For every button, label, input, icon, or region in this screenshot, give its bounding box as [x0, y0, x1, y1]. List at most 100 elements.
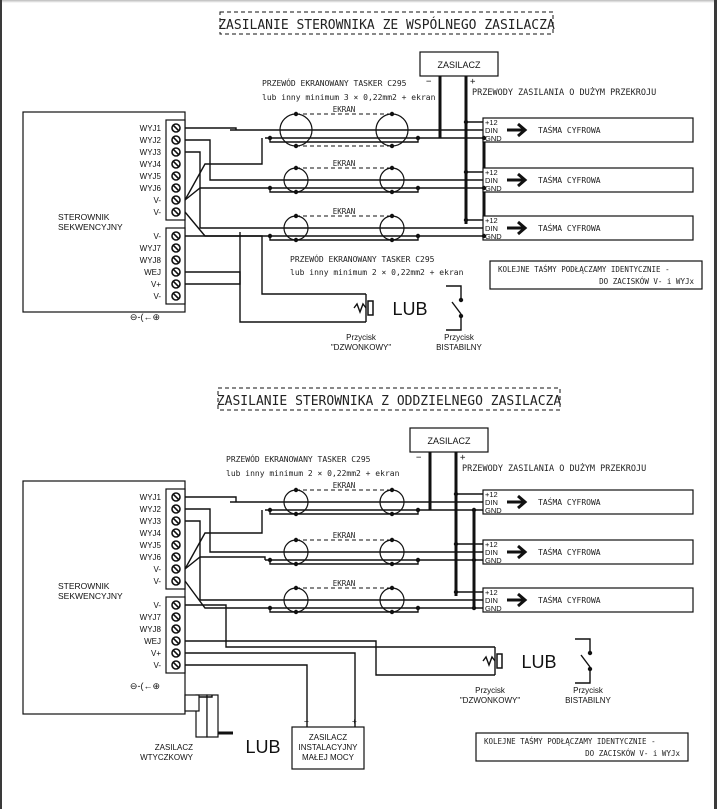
screw-terminal-icon [171, 231, 181, 241]
arrow-head [517, 220, 528, 236]
terminal-label: WYJ2 [140, 505, 162, 514]
junction-dot [389, 487, 395, 493]
terminal-label: WYJ3 [140, 148, 162, 157]
junction-dot [293, 585, 299, 591]
doorbell-button: Przycisk"DZWONKOWY" [460, 647, 521, 705]
section-title: ZASILANIE STEROWNIKA ZE WSPÓLNEGO ZASILA… [218, 11, 555, 35]
terminal-label: WYJ3 [140, 517, 162, 526]
power-wires-label: PRZEWODY ZASILANIA O DUŻYM PRZEKROJU [472, 87, 656, 98]
screw-terminal-icon [171, 492, 181, 502]
screw-head [171, 492, 181, 502]
shield-label: EKRAN [333, 481, 356, 490]
terminal-label: WYJ2 [140, 136, 162, 145]
junction-dot [415, 507, 421, 513]
power-supply-label: ZASILACZ [437, 60, 481, 70]
screw-terminal-icon [171, 159, 181, 169]
terminal-label: WYJ5 [140, 172, 162, 181]
note-frame [475, 732, 689, 762]
junction-dot [471, 605, 477, 611]
shield-label: EKRAN [333, 579, 356, 588]
screw-head [171, 612, 181, 622]
title-frame [217, 387, 561, 411]
screw-slot [172, 244, 180, 252]
screw-slot [172, 172, 180, 180]
button-v-wire [185, 235, 366, 295]
power-supply: ZASILACZ−+PRZEWODY ZASILANIA O DUŻYM PRZ… [409, 427, 646, 474]
v-minus-wire [184, 556, 266, 570]
terminal-label: WEJ [144, 268, 161, 277]
note-line1: KOLEJNE TAŚMY PODŁĄCZAMY IDENTYCZNIE - [498, 265, 670, 274]
shielded-cable: EKRAN [267, 481, 421, 517]
shielded-cable: EKRAN [267, 207, 421, 243]
jack-connector [184, 694, 200, 712]
screw-head [171, 231, 181, 241]
terminal-label: V- [153, 565, 161, 574]
shield-label: EKRAN [333, 159, 356, 168]
switch-lead [446, 316, 462, 331]
psu-plus-sign: + [470, 77, 476, 87]
psu-minus-sign: − [426, 77, 432, 87]
screw-slot [172, 517, 180, 525]
junction-dot [471, 557, 477, 563]
strip-pin-label: GND [485, 232, 502, 241]
install-minus-wire [185, 664, 308, 727]
shielded-cable: EKRAN [267, 579, 421, 615]
button-v-wire [185, 604, 495, 648]
terminal-label: V+ [151, 280, 161, 289]
install-psu-label-line3: MAŁEJ MOCY [302, 753, 355, 762]
junction-dot [267, 233, 273, 239]
screw-head [171, 564, 181, 574]
junction-dot [415, 233, 421, 239]
junction-dot [415, 185, 421, 191]
controller-body [22, 111, 186, 313]
arrow-head [517, 172, 528, 188]
doorbell-button: Przycisk"DZWONKOWY" [331, 294, 391, 352]
button1-label-line2: "DZWONKOWY" [460, 696, 521, 705]
screw-slot [172, 280, 180, 288]
screw-terminal-icon [171, 279, 181, 289]
strip-pin-label: GND [485, 506, 502, 515]
cable-note-line2: lub inny minimum 2 × 0,22mm2 + ekran [226, 469, 400, 478]
strip-label: TAŚMA CYFROWA [538, 222, 601, 233]
screw-head [171, 648, 181, 658]
controller-label-line1: STEROWNIK [58, 212, 110, 222]
terminal-label: WYJ4 [140, 529, 162, 538]
button2-label-line2: BISTABILNY [565, 696, 611, 705]
controller-label-line2: SEKWENCYJNY [58, 591, 123, 601]
strip-label: TAŚMA CYFROWA [538, 174, 601, 185]
screw-terminal-icon [171, 504, 181, 514]
arrow-head [517, 544, 528, 560]
button2-label-line1: Przycisk [573, 686, 604, 695]
screw-terminal-icon [171, 123, 181, 133]
spring-icon [353, 302, 367, 314]
strip-label: TAŚMA CYFROWA [538, 496, 601, 507]
v-plus-wire [185, 232, 241, 285]
terminal-label: WYJ1 [140, 124, 162, 133]
junction-dot [293, 537, 299, 543]
plug-psu-label-line2: WTYCZKOWY [140, 753, 194, 762]
screw-slot [172, 625, 180, 633]
screw-head [171, 636, 181, 646]
strip-pin-label: GND [485, 134, 502, 143]
screw-head [171, 123, 181, 133]
strip-label: TAŚMA CYFROWA [538, 594, 601, 605]
screw-terminal-icon [171, 636, 181, 646]
screw-terminal-icon [171, 255, 181, 265]
button2-label-line2: BISTABILNY [436, 343, 482, 352]
screw-head [171, 267, 181, 277]
junction-dot [463, 119, 469, 125]
strip-pin-label: +12 [485, 540, 498, 549]
screw-terminal-icon [171, 291, 181, 301]
plug-psu-body [206, 694, 219, 738]
arrow-right-icon [507, 592, 528, 608]
arrow-right-icon [507, 220, 528, 236]
button1-label-line1: Przycisk [475, 686, 506, 695]
wyj1-wire [185, 127, 237, 130]
terminal-label: WEJ [144, 637, 161, 646]
strip-pin-label: +12 [485, 588, 498, 597]
junction-dot [267, 507, 273, 513]
spring-icon [482, 655, 496, 667]
